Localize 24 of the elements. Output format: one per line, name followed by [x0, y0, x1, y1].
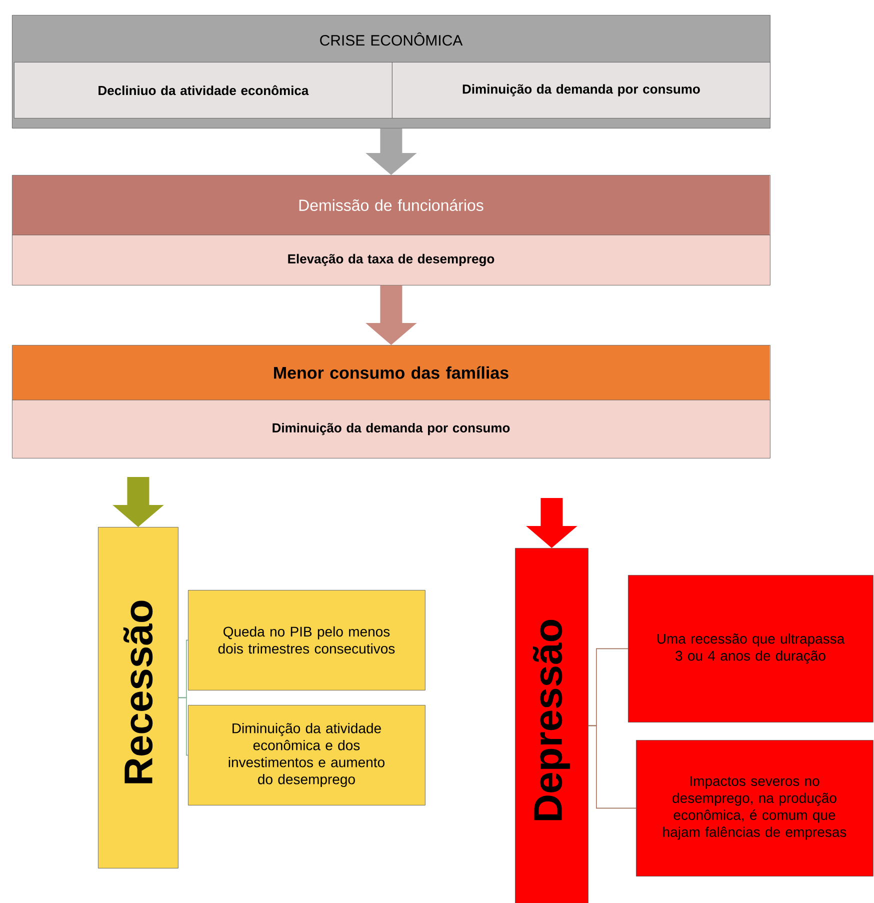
detail-box [188, 590, 426, 690]
stage-box [12, 345, 770, 458]
vertical-title: Recessão [123, 600, 153, 784]
stage-text: Elevação da taxa de desemprego [288, 254, 494, 266]
cell [392, 62, 770, 118]
vertical-title-box [98, 527, 178, 868]
detail-text: Impactos severos no desemprego, na produção econômica, é comum que hajam falências de empresas [663, 776, 846, 840]
connector-line [178, 697, 188, 756]
detail-text: Queda no PIB pelo menos dois trimestres consecutivos [218, 626, 395, 654]
stage-box [12, 175, 770, 286]
detail-text: Diminuição da atividade econômica e dos investimentos e aumento do desemprego [228, 722, 384, 788]
stage-title: Demissão de funcionários [299, 199, 484, 211]
cell [14, 62, 392, 118]
detail-text: Uma recessão que ultrapassa 3 ou 4 anos de duração [657, 633, 845, 664]
connector-line [588, 725, 636, 809]
vertical-title: Depressão [532, 620, 570, 820]
cell-text: Decliniuo da atividade econômica [98, 85, 309, 96]
stage-text: Diminuição da demanda por consumo [272, 422, 510, 436]
cell-text: Diminuição da demanda por consumo [462, 84, 700, 96]
detail-box [636, 740, 874, 876]
stage-title: Menor consumo das famílias [274, 366, 508, 379]
detail-box [628, 575, 874, 722]
header-text: CRISE ECONÔMICA [320, 32, 463, 46]
detail-box [188, 705, 426, 806]
